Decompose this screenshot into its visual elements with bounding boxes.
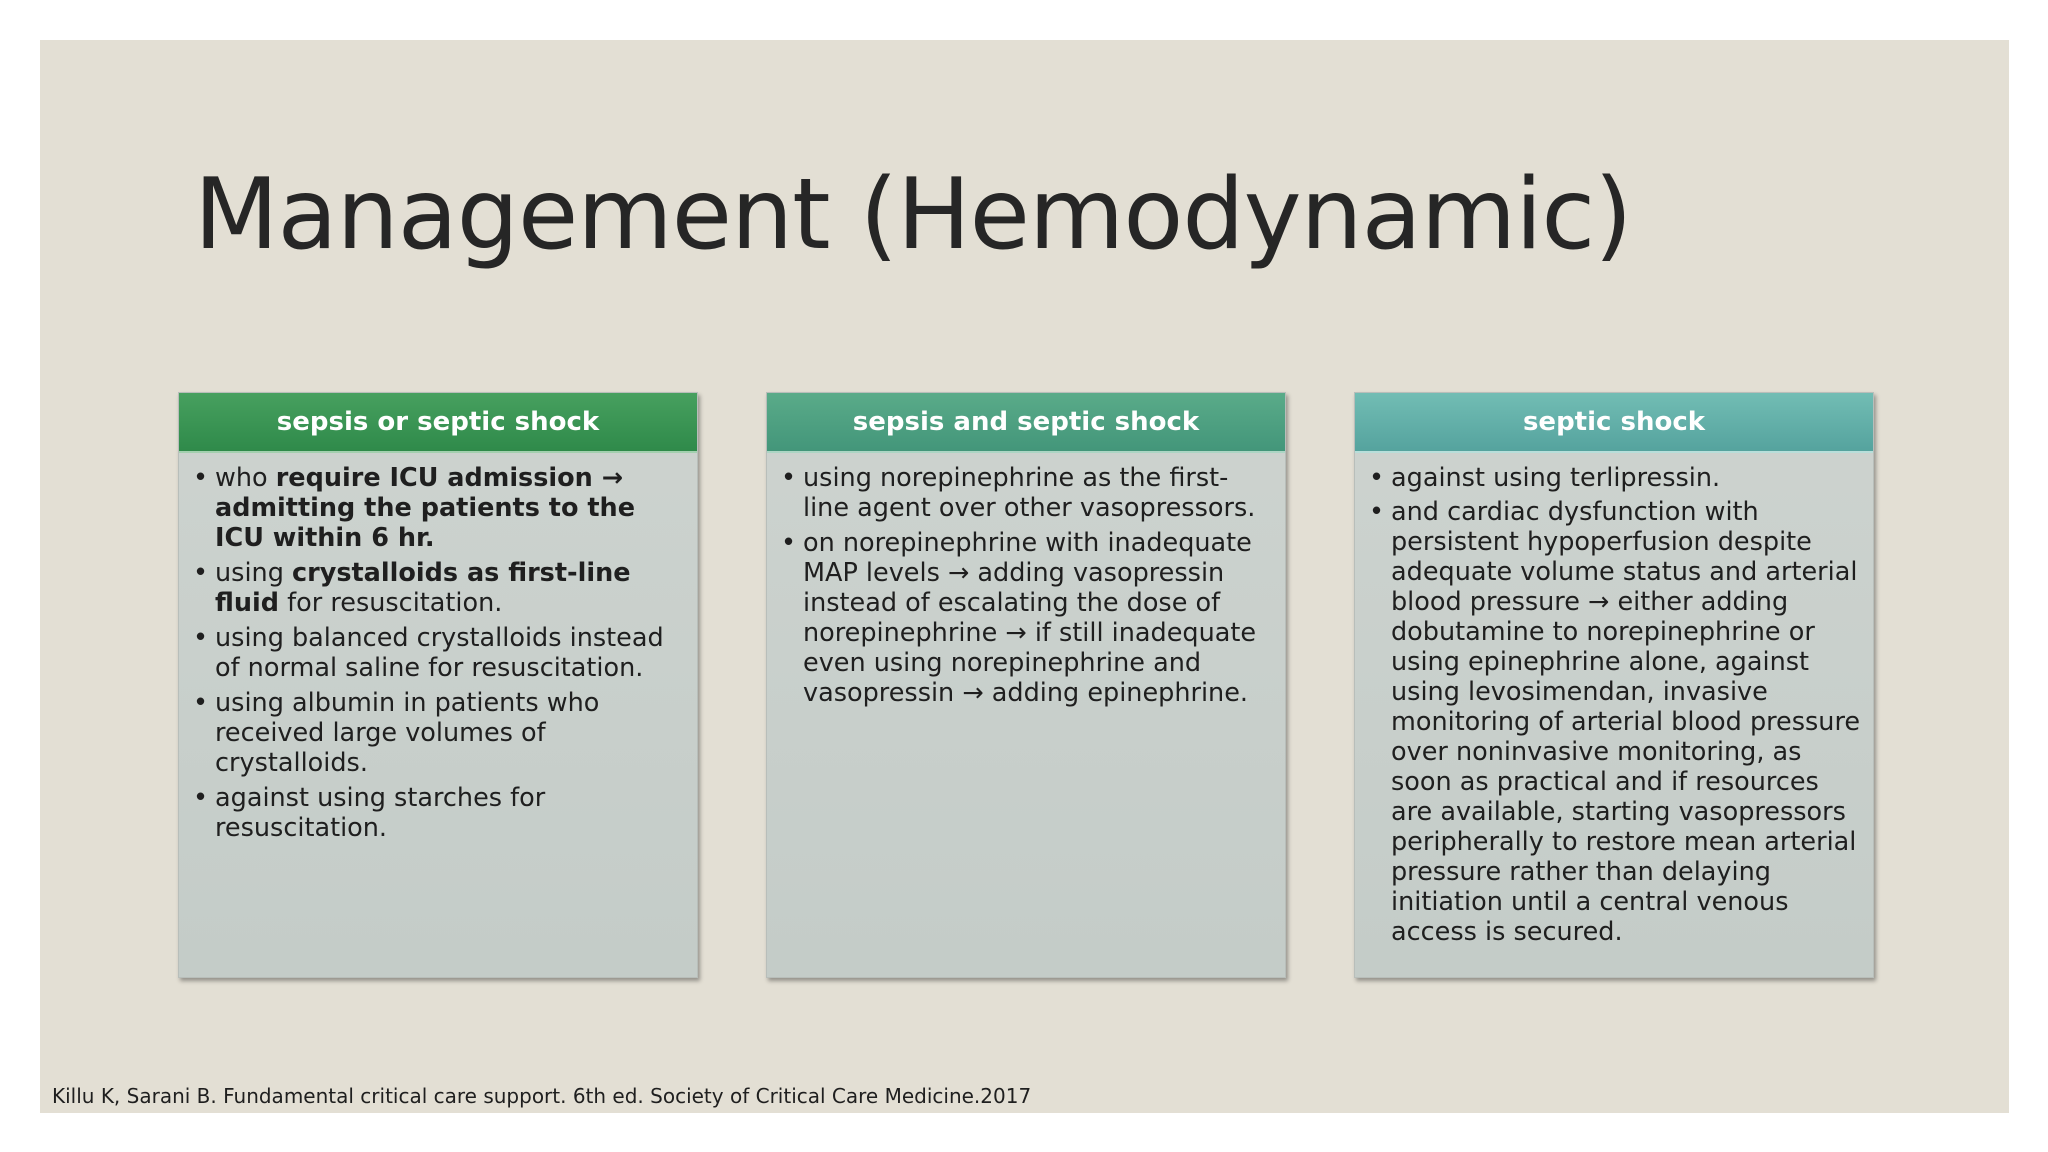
card-septic-shock: septic shock against using terlipressin.… <box>1354 392 1874 978</box>
bold-text: crystalloids as first-line fluid <box>215 558 631 618</box>
text: using <box>215 558 292 588</box>
slide-title: Management (Hemodynamic) <box>194 158 1633 272</box>
bullet-item: on norepinephrine with inadequate MAP le… <box>781 528 1273 708</box>
text: who <box>215 463 276 493</box>
card-header: septic shock <box>1355 393 1873 453</box>
card-sepsis-and-septic-shock: sepsis and septic shock using norepineph… <box>766 392 1286 978</box>
bullet-item: using balanced crystalloids instead of n… <box>193 623 685 683</box>
citation: Killu K, Sarani B. Fundamental critical … <box>52 1084 1032 1108</box>
slide: Management (Hemodynamic) sepsis or septi… <box>40 40 2009 1113</box>
bullet-item: against using terlipressin. <box>1369 463 1861 493</box>
bullet-item: using norepinephrine as the first-line a… <box>781 463 1273 523</box>
bullet-item: using crystalloids as first-line fluid f… <box>193 558 685 618</box>
text: on norepinephrine with inadequate MAP le… <box>803 528 1257 708</box>
card-body: who require ICU admission → admitting th… <box>179 453 697 843</box>
text: using albumin in patients who received l… <box>215 688 600 778</box>
card-body: using norepinephrine as the first-line a… <box>767 453 1285 708</box>
card-sepsis-or-septic-shock: sepsis or septic shock who require ICU a… <box>178 392 698 978</box>
bold-text: require ICU admission → admitting the pa… <box>215 463 636 553</box>
bullet-list: against using terlipressin. and cardiac d… <box>1369 463 1861 947</box>
bullet-item: using albumin in patients who received l… <box>193 688 685 778</box>
card-header: sepsis and septic shock <box>767 393 1285 453</box>
bullet-item: who require ICU admission → admitting th… <box>193 463 685 553</box>
bullet-item: and cardiac dysfunction with persistent … <box>1369 497 1861 947</box>
text: using balanced crystalloids instead of n… <box>215 623 664 683</box>
bullet-item: against using starches for resuscitation… <box>193 783 685 843</box>
card-body: against using terlipressin. and cardiac d… <box>1355 453 1873 947</box>
bullet-list: using norepinephrine as the first-line a… <box>781 463 1273 708</box>
bullet-list: who require ICU admission → admitting th… <box>193 463 685 843</box>
card-header: sepsis or septic shock <box>179 393 697 453</box>
text: and cardiac dysfunction with persistent … <box>1391 497 1861 947</box>
text: using norepinephrine as the first-line a… <box>803 463 1256 523</box>
text: against using starches for resuscitation… <box>215 783 546 843</box>
text: for resuscitation. <box>279 588 503 618</box>
text: against using terlipressin. <box>1391 463 1721 493</box>
